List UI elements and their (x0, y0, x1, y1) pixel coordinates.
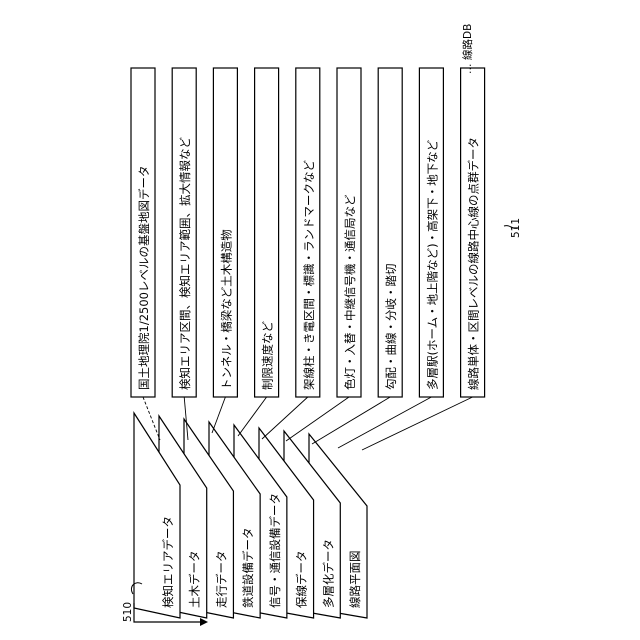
leader-line (238, 397, 267, 436)
layer-label: 鉄道設備データ (241, 528, 255, 609)
description-text: 検知エリア区間、検知エリア範囲、拡大情報など (178, 137, 192, 390)
leader-line (312, 397, 390, 444)
leader-line (338, 397, 431, 448)
description-boxes: 国土地理院1/2500レベルの基盤地図データ 検知エリア区間、検知エリア範囲、拡大… (131, 68, 485, 397)
description-text: 多層駅(ホーム・地上階など)・高架下・地下など (425, 139, 439, 390)
description-text: 架線柱・き電区間・標識・ランドマークなど (302, 160, 316, 390)
description-text: 勾配・曲線・分岐・踏切 (384, 264, 398, 391)
layer-label: 信号・通信設備データ (268, 493, 282, 608)
description-text: 国土地理院1/2500レベルの基盤地図データ (137, 166, 151, 390)
description-text: トンネル・橋梁など土木構造物 (219, 229, 233, 390)
leader-line (212, 397, 225, 433)
layer-stack: 線路平面図多層化データ保線データ信号・通信設備データ鉄道設備データ走行データ土木… (134, 413, 367, 626)
layer-label: 検知エリアデータ (161, 516, 175, 608)
description-text: 線路単体・区間レベルの線路中心線の点群データ (467, 137, 481, 390)
layer-label: 多層化データ (321, 539, 335, 608)
stack-arrow-head (200, 618, 208, 626)
db-label: 線路DB (461, 24, 474, 60)
layer-label: 走行データ (214, 551, 228, 609)
description-text: 制限速度など (261, 321, 275, 390)
description-text: 色灯・入替・中継信号機・通信局など (343, 194, 357, 390)
layer-label: 土木データ (188, 551, 202, 609)
ref-510-label: 510 (122, 602, 134, 622)
leader-line (286, 397, 349, 441)
db-leader-dots: … (462, 64, 474, 75)
layer-label: 線路平面図 (348, 551, 362, 609)
layer-label: 保線データ (295, 551, 309, 609)
